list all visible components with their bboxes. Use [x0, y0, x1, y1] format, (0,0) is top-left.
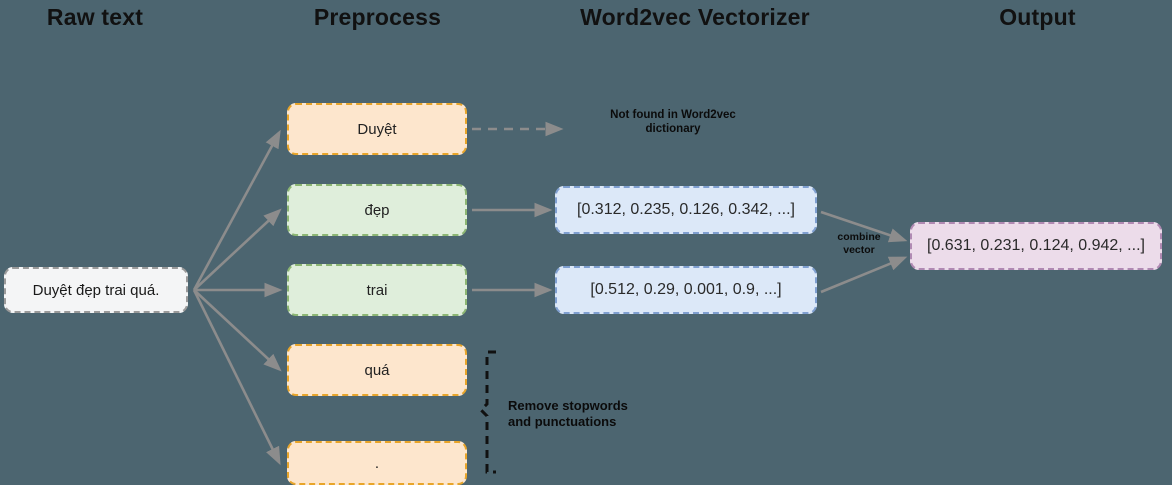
- annotation-combine-vector: combine vector: [824, 231, 894, 257]
- node-token-qua[interactable]: quá: [287, 344, 467, 396]
- arrow-vector2-to-output: [820, 256, 908, 294]
- annotation-not-found: Not found in Word2vec dictionary: [568, 108, 778, 137]
- node-raw-text-label: Duyệt đẹp trai quá.: [32, 281, 160, 299]
- column-header-label: Output: [999, 4, 1076, 30]
- column-header-label: Raw text: [46, 4, 144, 30]
- node-raw-text[interactable]: Duyệt đẹp trai quá.: [4, 267, 188, 313]
- node-token-dep[interactable]: đẹp: [287, 184, 467, 236]
- arrow-raw-to-duyet: [192, 129, 281, 291]
- column-header-label: Word2vec Vectorizer: [580, 4, 810, 30]
- node-token-label: trai: [366, 281, 388, 299]
- column-header-label: Preprocess: [313, 4, 442, 30]
- node-token-label: đẹp: [364, 201, 390, 219]
- node-token-label: Duyệt: [357, 120, 397, 138]
- node-vector-dep[interactable]: [0.312, 0.235, 0.126, 0.342, ...]: [555, 186, 817, 234]
- column-header-raw-text: Raw text: [0, 4, 190, 31]
- annotation-combine-line2: vector: [843, 244, 875, 257]
- node-token-duyet[interactable]: Duyệt: [287, 103, 467, 155]
- node-token-label: .: [374, 454, 380, 472]
- remove-bracket: [478, 350, 496, 474]
- node-token-label: quá: [364, 361, 390, 379]
- annotation-not-found-line1: Not found in Word2vec: [610, 109, 736, 121]
- annotation-remove-line1: Remove stopwords: [508, 398, 628, 413]
- annotation-not-found-line2: dictionary: [645, 123, 701, 136]
- arrow-raw-to-dot: [192, 289, 281, 466]
- node-vector-trai[interactable]: [0.512, 0.29, 0.001, 0.9, ...]: [555, 266, 817, 314]
- node-vector-label: [0.312, 0.235, 0.126, 0.342, ...]: [577, 201, 795, 218]
- node-token-period[interactable]: .: [287, 441, 467, 485]
- annotation-remove-stopwords: Remove stopwords and punctuations: [508, 398, 708, 431]
- node-token-trai[interactable]: trai: [287, 264, 467, 316]
- node-vector-label: [0.512, 0.29, 0.001, 0.9, ...]: [590, 281, 782, 298]
- column-header-word2vec-vectorizer: Word2vec Vectorizer: [520, 4, 870, 31]
- column-header-preprocess: Preprocess: [280, 4, 475, 31]
- node-output-vector[interactable]: [0.631, 0.231, 0.124, 0.942, ...]: [910, 222, 1162, 270]
- arrow-raw-to-qua: [193, 289, 282, 372]
- column-header-output: Output: [905, 4, 1170, 31]
- fanout-arrows: [192, 129, 283, 466]
- annotation-remove-line2: and punctuations: [508, 414, 617, 430]
- arrow-raw-to-dep: [193, 208, 282, 291]
- node-output-label: [0.631, 0.231, 0.124, 0.942, ...]: [927, 237, 1145, 254]
- annotation-combine-line1: combine: [837, 231, 881, 243]
